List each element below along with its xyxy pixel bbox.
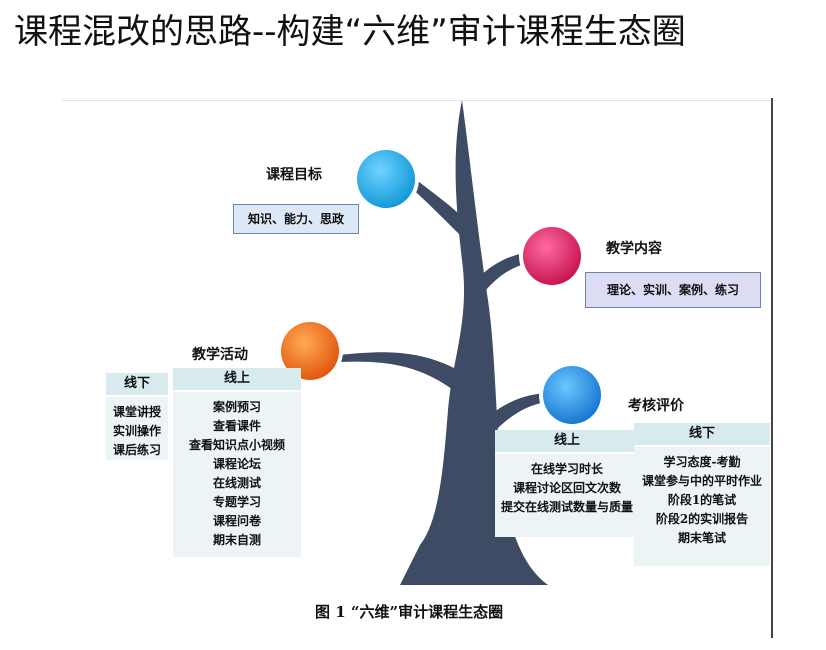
circle-goal	[353, 146, 419, 212]
circle-activity	[277, 318, 343, 384]
assessment-offline-header: 线下	[634, 423, 770, 447]
list-item: 课程论坛	[212, 457, 261, 471]
list-item: 提交在线测试数量与质量	[500, 500, 633, 514]
content-box: 理论、实训、案例、练习	[585, 272, 761, 308]
list-item: 课程问卷	[212, 514, 261, 528]
list-item: 期末自测	[212, 533, 261, 547]
figure-frame-right	[771, 98, 773, 638]
goal-box: 知识、能力、思政	[233, 204, 359, 234]
list-item: 查看知识点小视频	[188, 438, 285, 452]
figure-frame-top	[62, 100, 772, 101]
circle-assessment	[539, 362, 605, 428]
activity-label: 教学活动	[192, 347, 248, 363]
list-item: 课程讨论区回文次数	[512, 481, 621, 495]
content-label: 教学内容	[606, 241, 662, 257]
activity-online-header: 线上	[173, 368, 301, 392]
list-item: 实训操作	[112, 424, 161, 438]
tree-trunk	[340, 100, 548, 585]
activity-online-panel: 线上 案例预习 查看课件 查看知识点小视频 课程论坛 在线测试 专题学习 课程问…	[173, 368, 301, 557]
activity-offline-header: 线下	[106, 373, 168, 397]
figure-caption: 图 1 “六维”审计课程生态圈	[315, 603, 504, 621]
assessment-online-header: 线上	[495, 430, 639, 454]
list-item: 专题学习	[212, 495, 261, 509]
assessment-online-panel: 线上 在线学习时长 课程讨论区回文次数 提交在线测试数量与质量	[495, 430, 639, 537]
list-item: 阶段1的笔试	[667, 493, 737, 507]
list-item: 期末笔试	[677, 531, 726, 545]
activity-offline-panel: 线下 课堂讲授 实训操作 课后练习	[106, 373, 168, 460]
list-item: 阶段2的实训报告	[655, 512, 749, 526]
goal-label: 课程目标	[266, 167, 322, 183]
list-item: 查看课件	[212, 419, 261, 433]
page-title: 课程混改的思路--构建“六维”审计课程生态圈	[14, 12, 686, 52]
assessment-label: 考核评价	[628, 398, 684, 414]
list-item: 学习态度-考勤	[663, 455, 741, 469]
list-item: 课后练习	[112, 443, 161, 457]
list-item: 课堂讲授	[112, 405, 161, 419]
circle-content	[519, 223, 585, 289]
list-item: 在线学习时长	[530, 462, 603, 476]
list-item: 课堂参与中的平时作业	[641, 474, 762, 488]
list-item: 在线测试	[212, 476, 261, 490]
list-item: 案例预习	[212, 400, 261, 414]
assessment-offline-panel: 线下 学习态度-考勤 课堂参与中的平时作业 阶段1的笔试 阶段2的实训报告 期末…	[634, 423, 770, 566]
